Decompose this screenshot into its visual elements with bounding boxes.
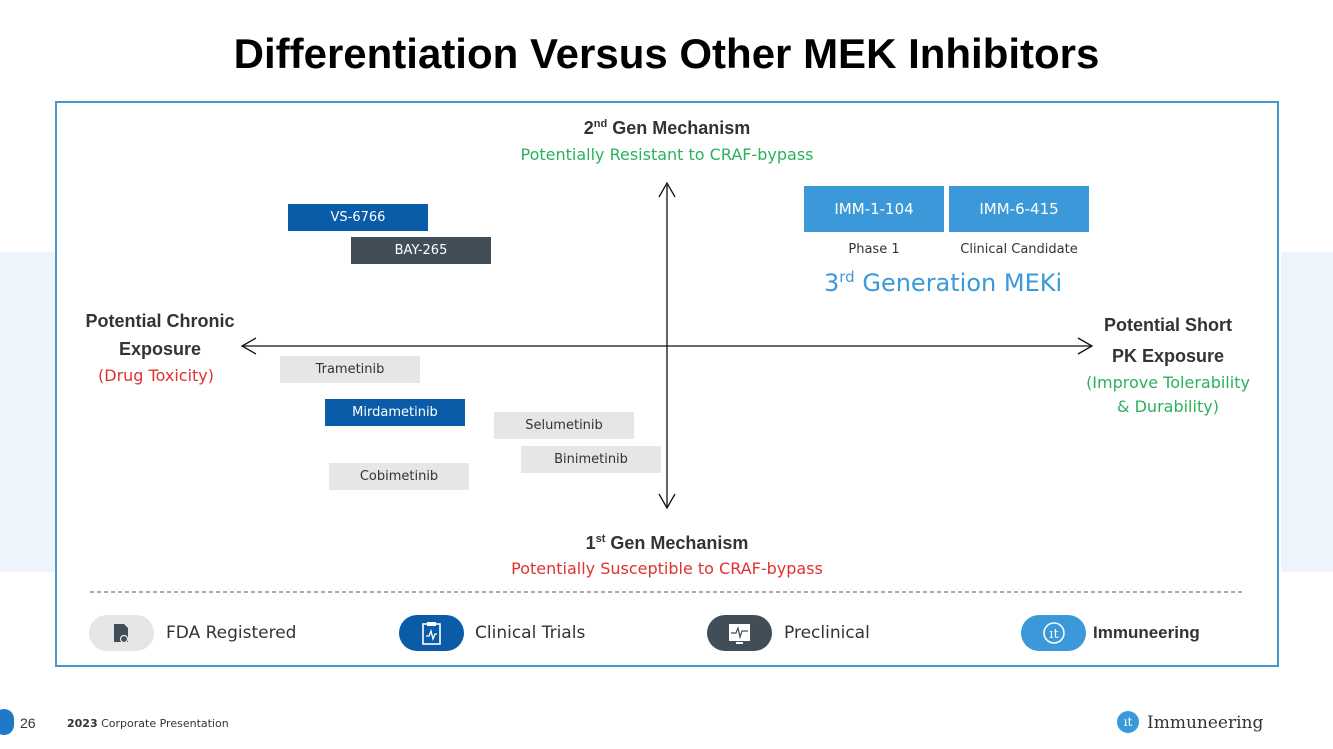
- clinical-clipboard-icon: [422, 622, 441, 645]
- drug-selumetinib: Selumetinib: [494, 412, 634, 439]
- brand-name: Immuneering: [1147, 713, 1264, 733]
- right-axis-title-line1: Potential Short: [1103, 315, 1232, 335]
- horizontal-axis-arrow-left: [240, 337, 257, 355]
- preclinical-monitor-icon: [729, 624, 750, 644]
- left-axis-title-line2: Exposure: [118, 339, 202, 359]
- phase-imm-6-415: Clinical Candidate: [960, 242, 1078, 257]
- legend-fda-label: FDA Registered: [166, 623, 297, 643]
- bottom-axis-subtitle: Potentially Susceptible to CRAF-bypass: [511, 559, 823, 578]
- immuneering-logo-icon: ıt: [1043, 622, 1065, 644]
- bottom-axis-title: 1st Gen Mechanism: [585, 533, 749, 553]
- right-axis-subtitle-line1: (Improve Tolerability: [1086, 373, 1250, 392]
- right-axis-title-line2: PK Exposure: [1111, 346, 1225, 366]
- right-axis-subtitle-line2: & Durability): [1117, 397, 1219, 416]
- drug-binimetinib: Binimetinib: [521, 446, 661, 473]
- drug-cobimetinib: Cobimetinib: [329, 463, 469, 490]
- drug-vs6766: VS-6766: [288, 204, 428, 231]
- legend-preclinical-pill: [707, 615, 772, 651]
- top-axis-subtitle: Potentially Resistant to CRAF-bypass: [520, 145, 814, 164]
- drug-imm-1-104: IMM-1-104: [804, 186, 944, 232]
- background-band-left: [0, 252, 55, 572]
- fda-document-icon: [114, 624, 129, 644]
- legend-clinical-label: Clinical Trials: [475, 623, 586, 643]
- horizontal-axis-arrow-right: [1077, 337, 1094, 355]
- left-axis-subtitle: (Drug Toxicity): [98, 366, 215, 385]
- phase-imm-1-104: Phase 1: [848, 242, 900, 257]
- page-number: 26: [20, 715, 36, 731]
- legend-immuneering-pill: ıt: [1021, 615, 1086, 651]
- drug-bay265: BAY-265: [351, 237, 491, 264]
- page-indicator-dot: [0, 709, 14, 735]
- top-axis-title: 2nd Gen Mechanism: [583, 118, 751, 138]
- third-generation-label: 3rd Generation MEKi: [824, 268, 1063, 297]
- left-axis-title-line1: Potential Chronic: [85, 311, 235, 331]
- drug-imm-6-415: IMM-6-415: [949, 186, 1089, 232]
- vertical-axis-arrow-down: [658, 493, 676, 510]
- vertical-axis-arrow-up: [658, 181, 676, 198]
- legend-preclinical-label: Preclinical: [784, 623, 870, 643]
- drug-mirdametinib: Mirdametinib: [325, 399, 465, 426]
- footer-caption: 2023 Corporate Presentation: [67, 717, 229, 730]
- legend-immuneering-label: Immuneering: [1093, 623, 1200, 642]
- svg-text:ıt: ıt: [1049, 627, 1059, 642]
- background-band-right: [1281, 252, 1333, 572]
- brand-logo-icon: ıt: [1117, 711, 1139, 733]
- legend-fda-pill: [89, 615, 154, 651]
- drug-trametinib: Trametinib: [280, 356, 420, 383]
- legend-clinical-pill: [399, 615, 464, 651]
- slide-title: Differentiation Versus Other MEK Inhibit…: [233, 30, 1100, 77]
